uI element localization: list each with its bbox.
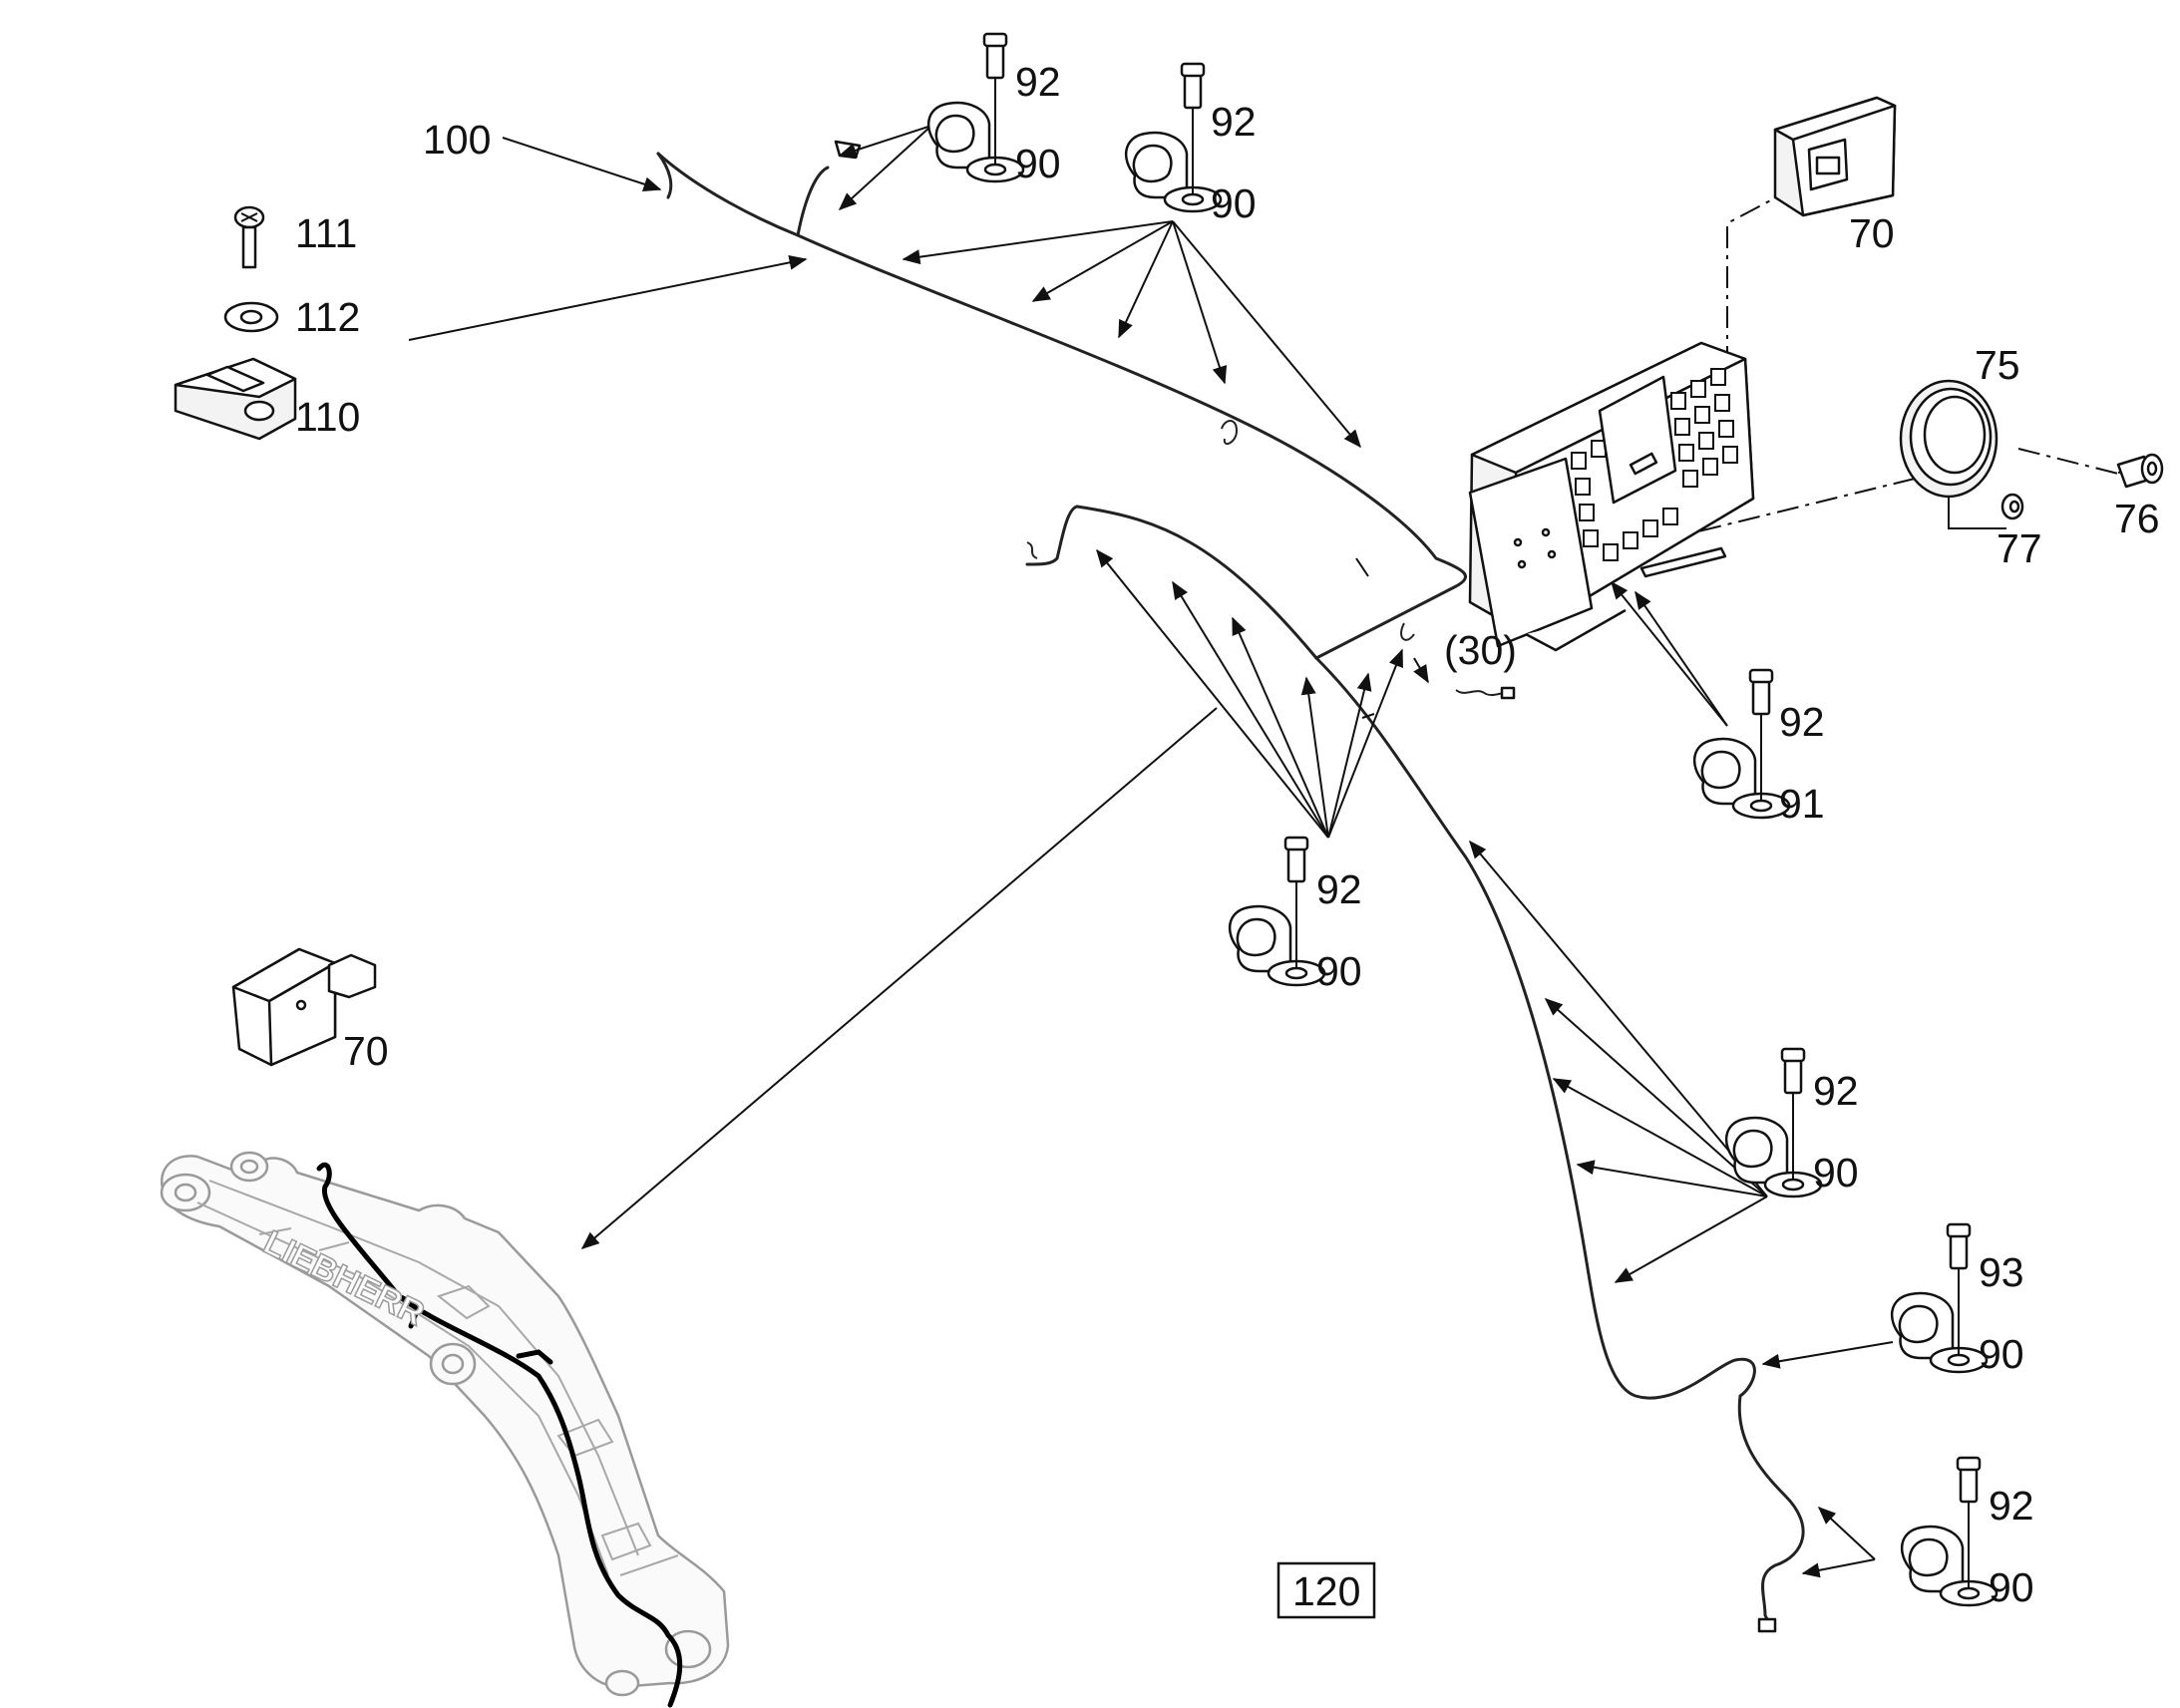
label-75: 75 (1975, 342, 2020, 388)
seal-77 (2000, 493, 2024, 520)
wire-harness (656, 140, 1805, 1633)
clip-d (1228, 836, 1326, 987)
label-clip-b-bolt: 92 (1211, 99, 1257, 145)
cover-75 (1899, 379, 1998, 499)
label-clip-e-bolt: 92 (1813, 1068, 1859, 1114)
clip-g (1900, 1456, 1998, 1607)
title-box: 120 (1276, 1561, 1376, 1619)
label-76: 76 (2114, 496, 2160, 541)
label-112: 112 (295, 294, 360, 340)
label-clip-c: 91 (1779, 781, 1825, 827)
clip-c (1692, 668, 1791, 820)
clip-f (1890, 1222, 1989, 1374)
label-111: 111 (295, 210, 357, 256)
callout-labels: 100 111 112 110 92 90 92 90 70 75 76 77 … (295, 59, 2160, 1610)
module-70-top (1773, 96, 1897, 217)
label-110: 110 (295, 394, 360, 440)
label-clip-e: 90 (1813, 1150, 1859, 1196)
control-panel (1468, 341, 1755, 652)
plug-76 (2116, 453, 2164, 489)
title-box-label: 120 (1292, 1568, 1360, 1614)
label-clip-a: 90 (1015, 141, 1061, 186)
label-clip-a-bolt: 92 (1015, 59, 1061, 105)
screw-111 (233, 205, 265, 269)
leader-lines (408, 125, 2155, 1578)
label-70-left: 70 (343, 1028, 389, 1074)
label-70-top: 70 (1849, 210, 1895, 256)
label-ref-30: (30) (1444, 627, 1517, 673)
washer-112 (223, 301, 279, 333)
clip-e (1724, 1047, 1823, 1198)
clip-b (1124, 62, 1223, 213)
label-clip-f-bolt: 93 (1979, 1249, 2024, 1295)
label-clip-g: 90 (1989, 1564, 2034, 1610)
clip-a (926, 32, 1025, 183)
label-clip-f: 90 (1979, 1331, 2024, 1377)
label-clip-g-bolt: 92 (1989, 1483, 2034, 1529)
module-70-left (231, 947, 377, 1067)
bracket-110 (174, 357, 297, 441)
label-clip-b: 90 (1211, 180, 1257, 226)
excavator-boom: LIEBHERR (160, 1151, 730, 1708)
label-clip-d: 90 (1316, 948, 1362, 994)
label-100: 100 (423, 117, 491, 163)
label-77: 77 (1997, 525, 2042, 571)
label-clip-c-bolt: 92 (1779, 699, 1825, 745)
label-clip-d-bolt: 92 (1316, 866, 1362, 912)
